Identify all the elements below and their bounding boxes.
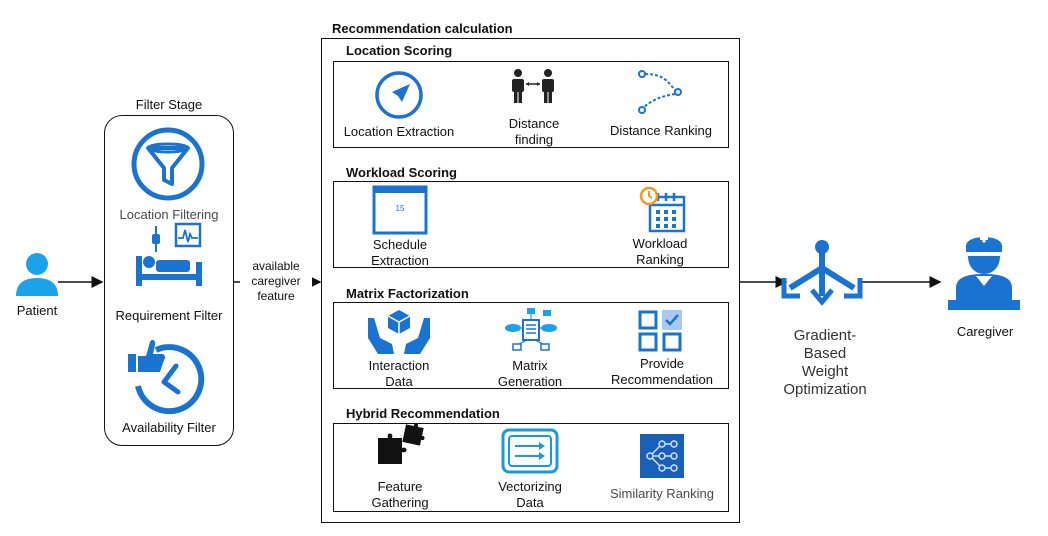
gradient-line-2: Based — [803, 345, 847, 362]
people-distance-icon — [512, 69, 554, 103]
vector-flow-icon — [501, 428, 559, 474]
location-scoring-title: Location Scoring — [346, 43, 453, 58]
hybrid-recommendation-title: Hybrid Recommendation — [346, 406, 500, 421]
workload-scoring-panel — [333, 181, 729, 268]
grid-check-icon — [638, 310, 682, 352]
connector-line-1: available — [252, 259, 300, 273]
document-clouds-icon — [505, 308, 557, 351]
workload-ranking-label: Workload Ranking — [610, 236, 710, 268]
feature-gathering-label: Feature Gathering — [350, 479, 450, 511]
similarity-ranking-label: Similarity Ranking — [609, 486, 715, 501]
location-filtering-label: Location Filtering — [119, 207, 219, 222]
gradient-branch-icon — [781, 240, 863, 306]
hands-cube-icon — [368, 310, 430, 354]
provide-recommendation-label: Provide Recommendation — [604, 356, 720, 388]
schedule-extraction-line-2: Extraction — [371, 253, 429, 268]
gradient-optimization-label: Gradient- Based Weight Optimization — [770, 327, 880, 399]
nurse-icon — [948, 234, 1020, 310]
location-scoring-panel — [333, 61, 729, 148]
recommendation-panel — [321, 38, 740, 523]
workload-scoring-title: Workload Scoring — [346, 165, 457, 180]
distance-finding-line-2: finding — [514, 132, 554, 147]
distance-ranking-label: Distance Ranking — [610, 123, 712, 138]
matrix-generation-line-1: Matrix — [512, 358, 548, 373]
thumbs-up-clock-icon — [128, 339, 205, 415]
workload-ranking-line-1: Workload — [632, 236, 688, 251]
feature-gathering-line-1: Feature — [377, 479, 423, 494]
interaction-data-line-2: Data — [385, 374, 413, 389]
gradient-line-3: Weight — [801, 363, 849, 380]
calendar-day-text: 15 — [396, 204, 405, 213]
gradient-line-4: Optimization — [783, 381, 867, 398]
interaction-data-line-1: Interaction — [368, 358, 430, 373]
vectorizing-data-label: Vectorizing Data — [480, 479, 580, 511]
filter-stage-title: Filter Stage — [135, 97, 203, 112]
route-nodes-icon — [638, 70, 682, 114]
matrix-factorization-panel — [333, 302, 729, 389]
recommendation-title: Recommendation calculation — [332, 21, 513, 36]
provide-recommendation-line-1: Provide — [639, 356, 685, 371]
network-nodes-icon — [640, 434, 684, 478]
calendar-icon: 15 — [372, 185, 428, 235]
vectorizing-data-line-2: Data — [516, 495, 544, 510]
puzzle-icon — [378, 423, 425, 464]
hybrid-recommendation-panel — [333, 423, 729, 512]
matrix-generation-label: Matrix Generation — [480, 358, 580, 390]
provide-recommendation-line-2: Recommendation — [611, 372, 713, 387]
filter-stage-panel — [104, 115, 234, 446]
compass-arrow-icon — [375, 71, 423, 119]
patient-icon — [16, 253, 58, 296]
vectorizing-data-line-1: Vectorizing — [498, 479, 562, 494]
caregiver-label: Caregiver — [956, 324, 1014, 339]
location-extraction-label: Location Extraction — [343, 124, 455, 139]
schedule-extraction-label: Schedule Extraction — [340, 237, 460, 269]
hospital-bed-icon — [136, 222, 202, 286]
requirement-filter-label: Requirement Filter — [115, 308, 223, 323]
connector-line-3: feature — [257, 289, 295, 303]
funnel-icon — [131, 127, 205, 201]
connector-line-2: caregiver — [251, 274, 301, 288]
calendar-clock-icon — [639, 186, 686, 233]
gradient-line-1: Gradient- — [793, 327, 857, 344]
interaction-data-label: Interaction Data — [344, 358, 454, 390]
workload-ranking-line-2: Ranking — [636, 252, 684, 267]
feature-gathering-line-2: Gathering — [371, 495, 429, 510]
distance-finding-label: Distance finding — [484, 116, 584, 148]
distance-finding-line-1: Distance — [508, 116, 560, 131]
available-caregiver-feature-label: available caregiver feature — [240, 259, 312, 304]
schedule-extraction-line-1: Schedule — [372, 237, 428, 252]
matrix-factorization-title: Matrix Factorization — [346, 286, 469, 301]
availability-filter-label: Availability Filter — [122, 420, 216, 435]
patient-label: Patient — [16, 303, 58, 318]
matrix-generation-line-2: Generation — [497, 374, 563, 389]
